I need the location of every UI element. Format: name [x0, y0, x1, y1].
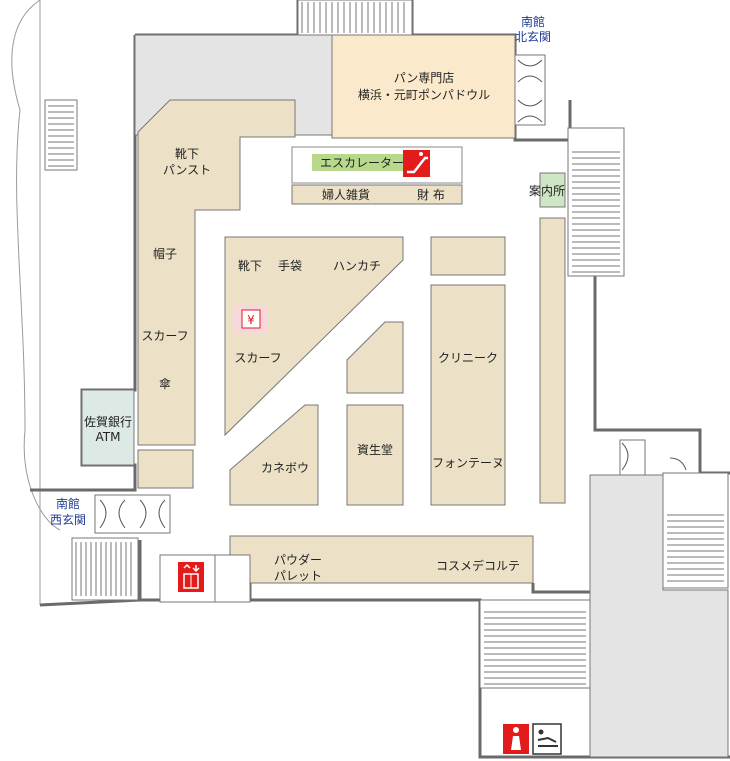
scarf-left-label: スカーフ	[141, 329, 188, 343]
socks-pantyhose-label-1: 靴下	[175, 147, 199, 161]
escalator-icon[interactable]	[403, 150, 430, 177]
center-triangle-shop[interactable]	[224, 236, 404, 437]
left-shop-strip[interactable]	[137, 99, 296, 446]
west-entrance[interactable]	[94, 494, 171, 534]
clinique-fontaine-shop[interactable]	[430, 284, 506, 506]
accessories-wallet-strip[interactable]	[291, 184, 463, 205]
escalator-label: エスカレーター	[320, 156, 404, 170]
elevator-icon[interactable]	[178, 562, 204, 592]
stairs-left-bottom	[71, 537, 139, 601]
fontaine-label: フォンテーヌ	[432, 456, 504, 470]
small-shop-left[interactable]	[137, 449, 194, 489]
stairs-right-lower	[662, 472, 729, 589]
east-doors[interactable]	[619, 439, 687, 476]
cosme-decorte-label: コスメデコルテ	[436, 558, 520, 573]
atm-label-1: 佐賀銀行	[84, 415, 132, 429]
north-entrance-label-2: 北玄関	[515, 29, 551, 44]
bakery-shop[interactable]	[331, 34, 516, 139]
escalator-band[interactable]	[312, 154, 412, 171]
elevator-area	[159, 554, 251, 603]
info-desk-label: 案内所	[529, 183, 565, 198]
bakery-label-2: 横浜・元町ポンパドウル	[358, 88, 490, 102]
socks-pantyhose-label-2: パンスト	[163, 163, 211, 177]
gloves-label: 手袋	[278, 259, 302, 273]
wallet-label: 財 布	[417, 187, 445, 202]
info-desk[interactable]	[539, 172, 566, 208]
bakery-label-1: パン専門店	[394, 71, 455, 85]
atm-label-2: ATM	[96, 430, 121, 444]
west-entrance-label-2: 西玄関	[50, 512, 86, 527]
kanebo-shop[interactable]	[229, 404, 319, 506]
womens-restroom-icon[interactable]	[503, 724, 529, 754]
cashier-icon[interactable]: ¥	[234, 305, 268, 333]
service-area-bottom-right	[589, 474, 729, 758]
north-entrance-label-1: 南館	[521, 14, 545, 29]
stairs-top	[297, 0, 413, 36]
scarf-center-label: スカーフ	[234, 351, 281, 365]
stairs-left-top	[44, 99, 78, 171]
clinique-label: クリニーク	[438, 351, 498, 365]
powder-pallet-label-1: パウダー	[274, 552, 322, 567]
powder-pallet-label-2: パレット	[274, 569, 322, 583]
shiseido-shop[interactable]	[346, 404, 404, 506]
small-diagonal-shop[interactable]	[346, 321, 404, 394]
right-narrow-shop[interactable]	[539, 217, 566, 504]
socks-label: 靴下	[238, 259, 262, 273]
cashier-symbol: ¥	[247, 313, 255, 327]
accessories-label: 婦人雑貨	[322, 187, 370, 202]
north-entrance[interactable]	[514, 54, 546, 126]
stairs-bottom-center	[479, 599, 591, 689]
handkerchief-label: ハンカチ	[333, 259, 381, 273]
west-entrance-label-1: 南館	[56, 496, 80, 511]
atm-booth[interactable]	[81, 389, 135, 466]
baby-changing-icon[interactable]	[532, 723, 562, 755]
kanebo-label: カネボウ	[261, 461, 309, 475]
hat-label: 帽子	[153, 246, 177, 261]
shiseido-label: 資生堂	[357, 443, 393, 457]
bottom-cosmetics-strip[interactable]	[229, 535, 534, 584]
umbrella-label: 傘	[159, 377, 171, 391]
building-outline-west	[11, 0, 61, 531]
stairs-right	[567, 127, 625, 277]
small-shop-top-right[interactable]	[430, 236, 506, 276]
